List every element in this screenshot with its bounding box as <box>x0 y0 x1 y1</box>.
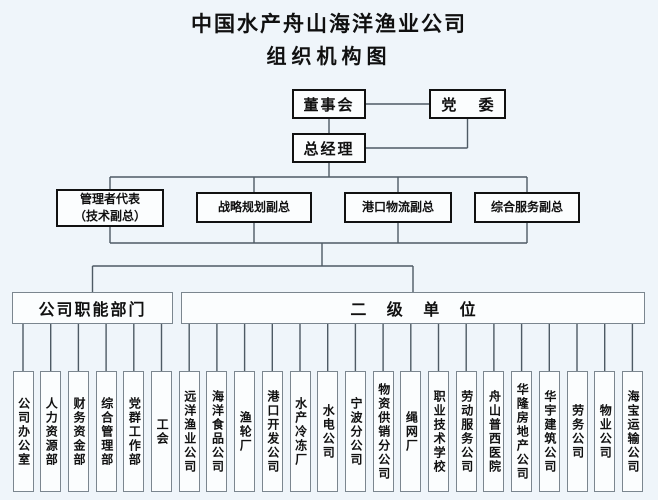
node-vp-strategic-planning: 战略规划副总 <box>196 192 312 223</box>
org-unit-label: 财务资金部 <box>71 396 86 467</box>
org-unit-label: 渔轮厂 <box>238 410 253 453</box>
org-unit-box: 绳网厂 <box>400 371 422 492</box>
org-unit-label: 港口开发公司 <box>265 389 280 474</box>
org-unit-label: 劳务公司 <box>570 403 585 460</box>
org-unit-label: 水产冷冻厂 <box>293 396 308 467</box>
org-unit-box: 劳动服务公司 <box>455 371 477 492</box>
org-unit-box: 渔轮厂 <box>234 371 256 492</box>
org-unit-box: 水产冷冻厂 <box>289 371 311 492</box>
org-unit-label: 华隆房地产公司 <box>515 382 530 481</box>
org-unit-box: 舟山普西医院 <box>483 371 505 492</box>
org-unit-label: 水电公司 <box>321 403 336 460</box>
org-unit-label: 海洋食品公司 <box>210 389 225 474</box>
org-unit-label: 宁波分公司 <box>348 396 363 467</box>
org-unit-label: 华宇建筑公司 <box>542 389 557 474</box>
node-general-manager: 总经理 <box>292 133 366 163</box>
org-unit-box: 华宇建筑公司 <box>538 371 560 492</box>
org-unit-box: 港口开发公司 <box>261 371 283 492</box>
org-unit-box: 远洋渔业公司 <box>178 371 200 492</box>
org-unit-label: 物资供销分公司 <box>376 382 391 481</box>
org-unit-box: 海宝运输公司 <box>621 371 643 492</box>
org-unit-label: 劳动服务公司 <box>459 389 474 474</box>
org-unit-label: 公司办公室 <box>16 396 31 467</box>
org-unit-label: 物业公司 <box>598 403 613 460</box>
org-unit-label: 党群工作部 <box>127 396 142 467</box>
org-unit-box: 职业技术学校 <box>428 371 449 492</box>
org-unit-box: 华隆房地产公司 <box>511 371 533 492</box>
org-unit-label: 远洋渔业公司 <box>182 389 197 474</box>
org-unit-box: 宁波分公司 <box>344 371 366 492</box>
org-unit-box: 工会 <box>151 371 172 492</box>
org-unit-box: 劳务公司 <box>566 371 588 492</box>
chart-subtitle: 组织机构图 <box>266 46 392 68</box>
chart-title: 中国水产舟山海洋渔业公司 <box>191 13 467 36</box>
vp-label-line2: （技术副总） <box>73 209 146 223</box>
vp-label-line1: 管理者代表 <box>79 191 140 206</box>
node-party-committee: 党 委 <box>429 89 506 119</box>
org-unit-label: 绳网厂 <box>404 410 419 453</box>
org-unit-box: 综合管理部 <box>95 371 117 492</box>
org-unit-label: 综合管理部 <box>99 396 114 467</box>
org-unit-label: 人力资源部 <box>44 396 59 467</box>
org-unit-label: 海宝运输公司 <box>625 389 640 474</box>
node-vp-port-logistics: 港口物流副总 <box>344 192 452 223</box>
org-unit-box: 水电公司 <box>317 371 339 492</box>
node-board-of-directors: 董事会 <box>292 89 366 119</box>
org-unit-box: 党群工作部 <box>123 371 145 492</box>
node-vp-management-representative: 管理者代表 （技术副总） <box>56 189 164 227</box>
org-unit-box: 公司办公室 <box>12 371 34 492</box>
org-unit-box: 财务资金部 <box>67 371 89 492</box>
node-vp-general-services: 综合服务副总 <box>474 192 580 223</box>
org-unit-box: 海洋食品公司 <box>206 371 228 492</box>
org-unit-label: 舟山普西医院 <box>487 389 502 474</box>
org-unit-box: 物业公司 <box>594 371 616 492</box>
node-functional-departments: 公司职能部门 <box>12 292 173 324</box>
org-unit-box: 物资供销分公司 <box>372 371 394 492</box>
org-unit-label: 工会 <box>155 417 170 446</box>
org-unit-box: 人力资源部 <box>40 371 62 492</box>
node-secondary-units: 二 级 单 位 <box>181 292 645 324</box>
org-unit-label: 职业技术学校 <box>432 389 447 474</box>
